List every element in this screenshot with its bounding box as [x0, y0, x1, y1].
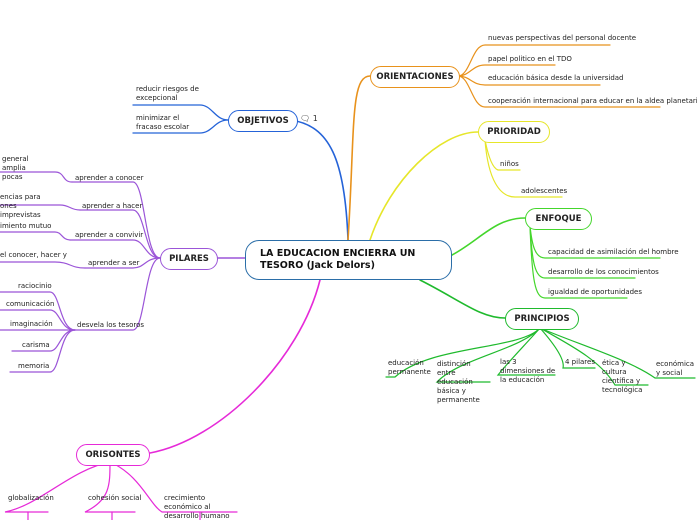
subtopic-pilares-2[interactable]: aprender a hacer: [82, 202, 143, 210]
connector-principios: [419, 279, 506, 319]
subtopic-pilares-3[interactable]: aprender a convivir: [75, 231, 144, 239]
topic-pilares[interactable]: PILARES: [160, 248, 218, 270]
subtopic-enfoque-1[interactable]: capacidad de asimilación del hombre: [548, 248, 679, 256]
connector-objetivos: [289, 119, 349, 241]
subtopic-orientaciones-3[interactable]: educación básica desde la universidad: [488, 74, 624, 82]
subtopic-prioridad-2[interactable]: adolescentes: [521, 187, 568, 195]
comment-count: 1: [312, 114, 318, 123]
subtopic-orisontes-2[interactable]: cohesión social: [88, 494, 142, 502]
subtopic-hacer-detail[interactable]: encias para ones imprevistas: [0, 193, 41, 219]
comment-icon: 🗨︎: [300, 114, 311, 123]
subtopic-principios-5[interactable]: ética y cultura científica y tecnológica: [602, 359, 643, 394]
subtopic-enfoque-3[interactable]: igualdad de oportunidades: [548, 288, 643, 296]
topic-orisontes[interactable]: ORISONTES: [76, 444, 150, 466]
subtopic-tesoros-2[interactable]: comunicación: [6, 300, 55, 308]
subtopic-orientaciones-2[interactable]: papel politico en el TDO: [488, 55, 572, 63]
subtopic-objetivos-2[interactable]: minimizar el fracaso escolar: [136, 114, 190, 131]
subtopic-tesoros-4[interactable]: carisma: [22, 341, 50, 349]
subtopic-principios-4[interactable]: 4 pilares: [565, 358, 595, 366]
connector-prioridad: [369, 131, 479, 241]
central-topic[interactable]: LA EDUCACION ENCIERRA UN TESORO (Jack De…: [245, 240, 452, 280]
subtopic-ser-detail[interactable]: el conocer, hacer y: [0, 251, 67, 259]
connector-orisontes: [149, 279, 321, 454]
subtopic-tesoros-5[interactable]: memoria: [18, 362, 50, 370]
subtopic-pilares-4[interactable]: aprender a ser: [88, 259, 140, 267]
subtopic-pilares-5[interactable]: desvela los tesoros: [77, 321, 145, 329]
subtopic-conocer-detail[interactable]: general amplia pocas: [2, 155, 29, 181]
subtopic-pilares-1[interactable]: aprender a conocer: [75, 174, 144, 182]
subtopic-prioridad-1[interactable]: niños: [500, 160, 519, 168]
connector-orientaciones: [347, 75, 371, 241]
subtopic-orientaciones-1[interactable]: nuevas perspectivas del personal docente: [488, 34, 637, 42]
subtopic-enfoque-2[interactable]: desarrollo de los conocimientos: [548, 268, 659, 276]
topic-prioridad[interactable]: PRIORIDAD: [478, 121, 550, 143]
subtopic-principios-3[interactable]: las 3 dimensiones de la educación: [500, 358, 556, 384]
subtopic-principios-1[interactable]: educación permanente: [388, 359, 431, 376]
subtopic-objetivos-1[interactable]: reducir riesgos de excepcional: [136, 85, 199, 102]
topic-enfoque[interactable]: ENFOQUE: [525, 208, 592, 230]
topic-principios[interactable]: PRINCIPIOS: [505, 308, 579, 330]
subtopic-orientaciones-4[interactable]: cooperación internacional para educar en…: [488, 97, 697, 105]
subtopic-orisontes-1[interactable]: globalización: [8, 494, 54, 502]
subtopic-convivir-detail[interactable]: imiento mutuo: [0, 222, 52, 230]
subtopic-principios-6[interactable]: económica y social: [656, 360, 695, 377]
topic-orientaciones[interactable]: ORIENTACIONES: [370, 66, 460, 88]
connector-enfoque: [451, 217, 526, 256]
subtopic-tesoros-1[interactable]: raciocinio: [18, 282, 52, 290]
comment-indicator[interactable]: 🗨︎ 1: [300, 114, 318, 123]
subtopic-principios-2[interactable]: distinción entre educación básica y perm…: [437, 360, 480, 404]
topic-objetivos[interactable]: OBJETIVOS: [228, 110, 298, 132]
subtopic-tesoros-3[interactable]: imaginación: [10, 320, 53, 328]
subtopic-orisontes-3[interactable]: crecimiento económico al desarrollo huma…: [164, 494, 230, 520]
